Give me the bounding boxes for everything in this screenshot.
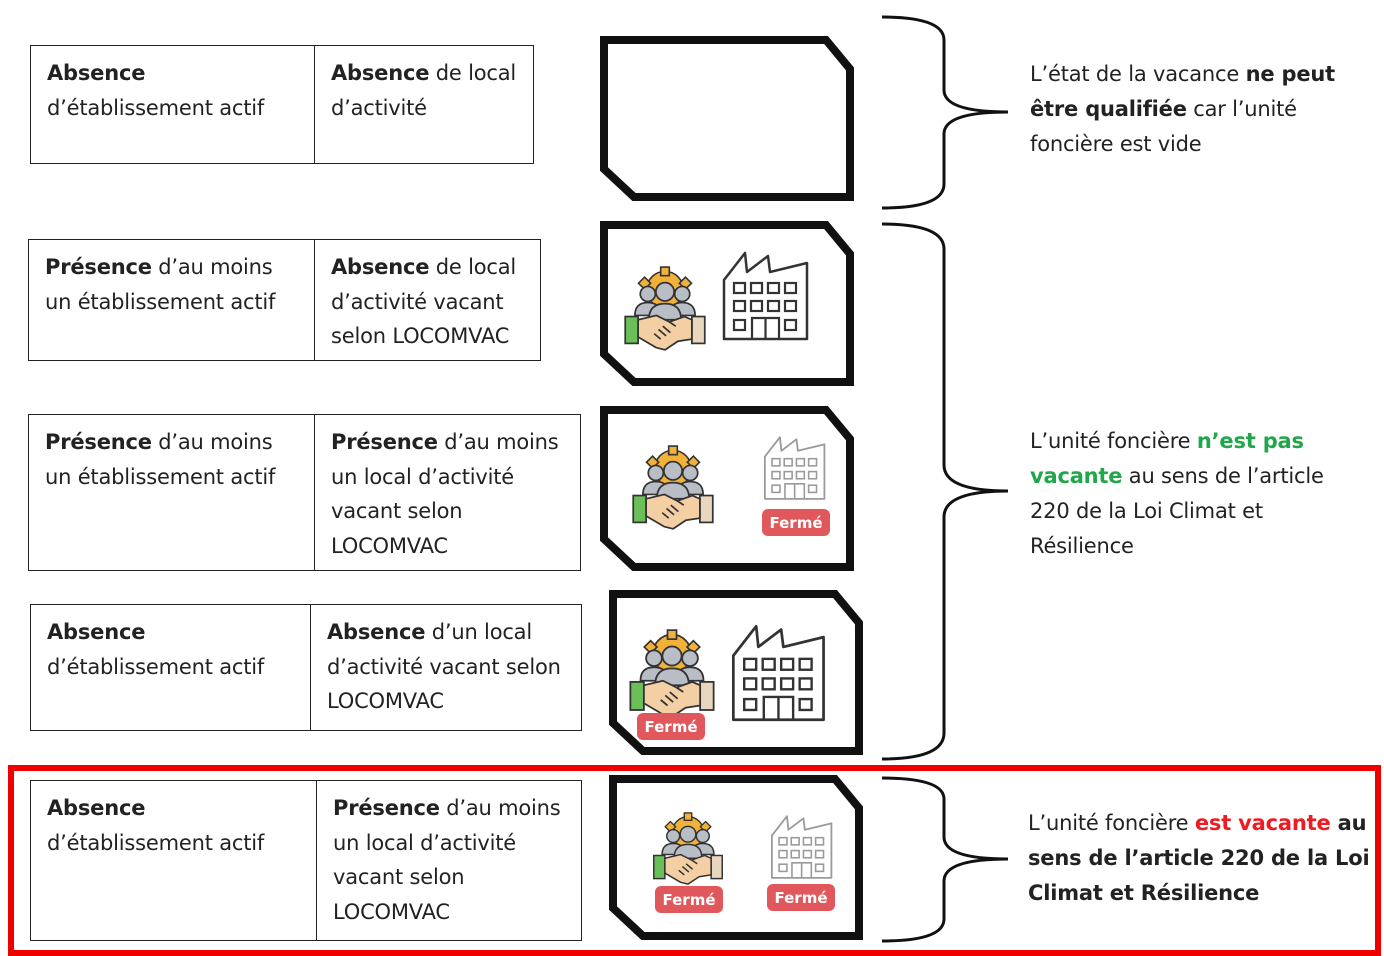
plot-closed-establishment: Fermé xyxy=(609,590,863,755)
local-cell: Présence d’au moins un local d’activité … xyxy=(314,415,580,570)
local-text: d’un local d’activité vacant selon LOCOM… xyxy=(327,620,561,713)
etab-bold: Absence xyxy=(47,796,146,820)
etab-text: d’au moins un établissement actif xyxy=(45,255,276,314)
local-cell: Absence d’un local d’activité vacant sel… xyxy=(310,605,581,730)
local-text: d’au moins un local d’activité vacant se… xyxy=(331,430,559,558)
etab-text: d’établissement actif xyxy=(47,654,265,679)
description-empty: L’état de la vacance ne peut être qualif… xyxy=(1030,57,1350,162)
plot-empty xyxy=(600,36,854,201)
etab-text: d’au moins un établissement actif xyxy=(45,430,276,489)
building-icon xyxy=(763,436,826,500)
plot-vacant: Fermé Fermé xyxy=(609,775,863,940)
description-text: car l’unité foncière est vide xyxy=(1030,97,1297,156)
brace-empty xyxy=(881,15,1009,210)
ferme-badge: Fermé xyxy=(767,884,835,911)
local-text: d’au moins un local d’activité vacant se… xyxy=(333,796,561,924)
condition-table-row-5: Absence d’établissement actif Présence d’… xyxy=(30,780,582,941)
description-vacant: L’unité foncière est vacante au sens de … xyxy=(1028,806,1373,911)
description-text: au sens de l’article 220 de la Loi Clima… xyxy=(1028,811,1370,905)
description-emphasis: est vacante xyxy=(1194,811,1331,835)
local-text: de local d’activité vacant selon LOCOMVA… xyxy=(331,255,517,348)
etab-bold: Présence xyxy=(45,255,152,279)
ferme-badge-label: Fermé xyxy=(644,718,697,736)
local-text: de local d’activité xyxy=(331,61,517,120)
condition-table-row-3: Présence d’au moins un établissement act… xyxy=(28,414,581,571)
plot-active-establishment xyxy=(600,221,854,386)
building-icon xyxy=(731,624,825,722)
etab-bold: Absence xyxy=(47,620,146,644)
local-bold: Absence xyxy=(327,620,426,644)
etab-cell: Absence d’établissement actif xyxy=(31,605,310,730)
etab-bold: Absence xyxy=(47,61,146,85)
ferme-badge-label: Fermé xyxy=(662,891,715,909)
etab-cell: Présence d’au moins un établissement act… xyxy=(29,240,314,360)
vacant-highlight-frame xyxy=(8,765,1381,956)
etab-text: d’établissement actif xyxy=(47,830,265,855)
local-bold: Absence xyxy=(331,255,430,279)
local-cell: Absence de local d’activité vacant selon… xyxy=(314,240,540,360)
description-text: L’unité foncière xyxy=(1028,811,1195,835)
local-cell: Absence de local d’activité xyxy=(314,46,533,163)
condition-table-row-1: Absence d’établissement actif Absence de … xyxy=(30,45,534,164)
description-not-vacant: L’unité foncière n’est pas vacante au se… xyxy=(1030,424,1350,564)
local-cell: Présence d’au moins un local d’activité … xyxy=(316,781,581,940)
etab-text: d’établissement actif xyxy=(47,95,265,120)
local-bold: Présence xyxy=(331,430,438,454)
condition-table-row-4: Absence d’établissement actif Absence d’u… xyxy=(30,604,582,731)
etab-cell: Présence d’au moins un établissement act… xyxy=(29,415,314,570)
description-text: L’unité foncière xyxy=(1030,429,1197,453)
ferme-badge: Fermé xyxy=(655,886,723,913)
brace-vacant xyxy=(881,776,1009,943)
ferme-badge: Fermé xyxy=(637,713,705,740)
brace-not-vacant xyxy=(881,222,1009,761)
local-bold: Présence xyxy=(333,796,440,820)
etab-bold: Présence xyxy=(45,430,152,454)
description-emphasis: ne peut être qualifiée xyxy=(1030,62,1335,121)
description-text: au sens de l’article 220 de la Loi Clima… xyxy=(1030,464,1324,558)
plot-establishment-closed-local: Fermé xyxy=(600,406,854,571)
local-bold: Absence xyxy=(331,61,430,85)
etab-cell: Absence d’établissement actif xyxy=(31,46,314,163)
ferme-badge: Fermé xyxy=(762,509,830,536)
etab-cell: Absence d’établissement actif xyxy=(31,781,316,940)
description-emphasis: n’est pas vacante xyxy=(1030,429,1304,488)
condition-table-row-2: Présence d’au moins un établissement act… xyxy=(28,239,541,361)
ferme-badge-label: Fermé xyxy=(774,889,827,907)
ferme-badge-label: Fermé xyxy=(769,514,822,532)
building-icon xyxy=(722,251,809,341)
description-text: L’état de la vacance xyxy=(1030,62,1246,86)
